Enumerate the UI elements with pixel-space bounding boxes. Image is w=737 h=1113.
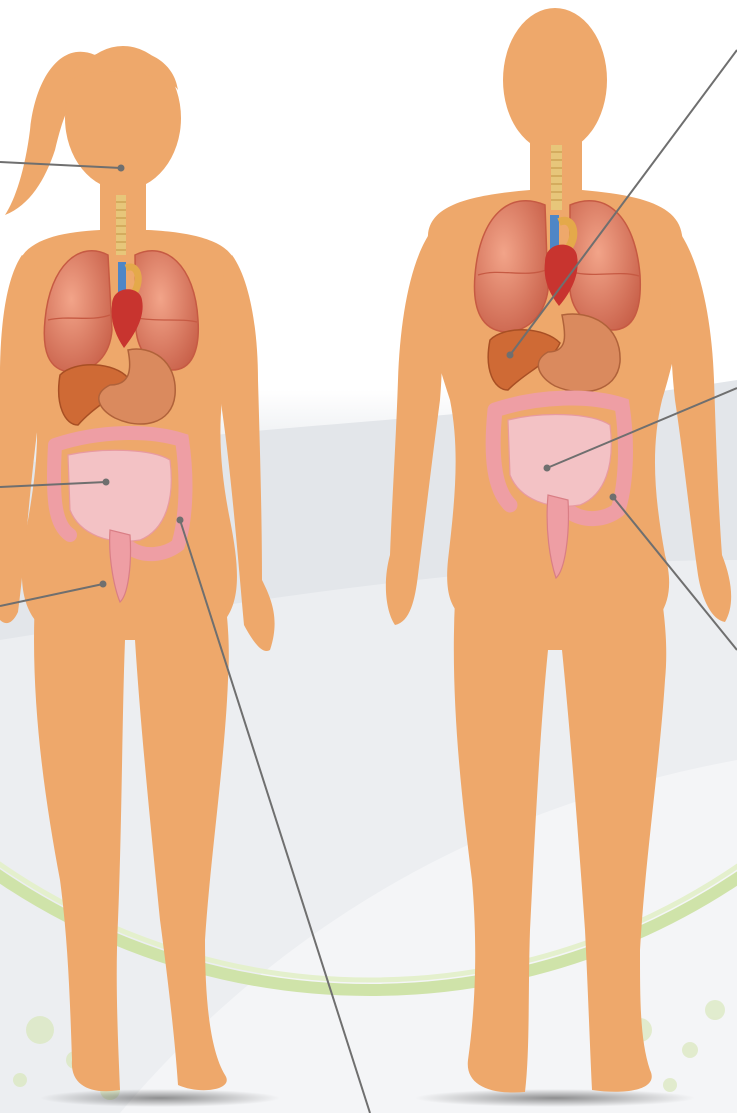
dot-male-liver	[507, 352, 514, 359]
female-small-intestine	[68, 450, 171, 541]
dot-female-large-intestine	[177, 517, 184, 524]
female-trachea	[116, 195, 126, 255]
dot-male-small-intestine	[544, 465, 551, 472]
male-shadow	[415, 1089, 695, 1107]
dot-female-throat	[118, 165, 125, 172]
male-small-intestine	[508, 415, 611, 507]
dot-female-small-intestine	[103, 479, 110, 486]
dot-male-large-intestine	[610, 494, 617, 501]
dot-female-rectum	[100, 581, 107, 588]
female-shadow	[40, 1089, 280, 1107]
